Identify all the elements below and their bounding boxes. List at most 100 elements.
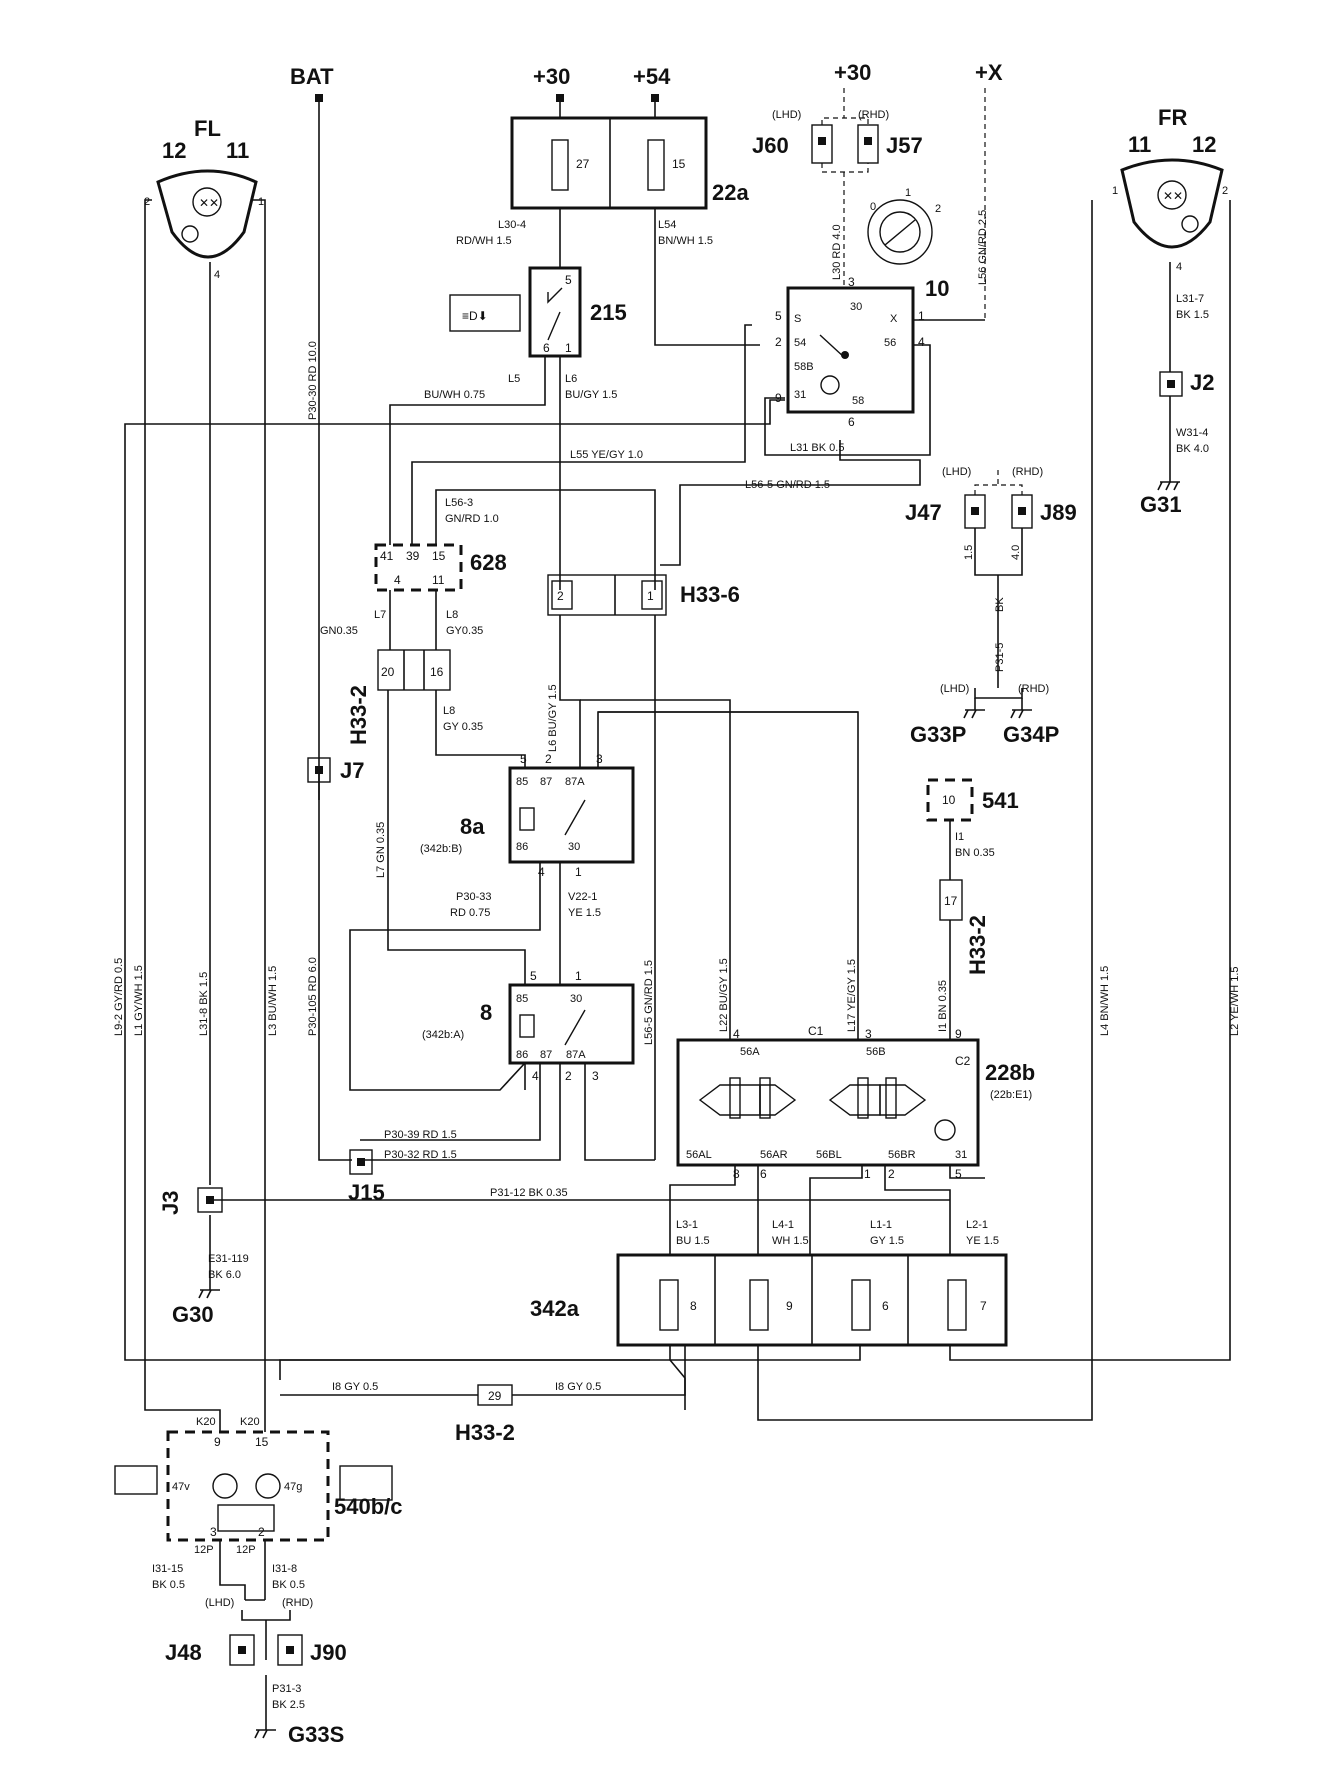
ground-g30: G30 xyxy=(172,1302,214,1327)
svg-text:9: 9 xyxy=(955,1027,962,1041)
ground-g33s: G33S xyxy=(288,1722,344,1747)
connector-j3: J3 xyxy=(158,1191,183,1215)
lamp-fl-name: FL xyxy=(194,116,221,141)
lamp-fr-pin11: 11 xyxy=(1128,132,1151,157)
connector-j57: J57 xyxy=(886,133,923,158)
ground-g31: G31 xyxy=(1140,492,1182,517)
lamp-fr-name: FR xyxy=(1158,105,1187,130)
panel-k20-a: K20 xyxy=(196,1416,216,1428)
svg-text:1: 1 xyxy=(258,196,264,208)
svg-text:S: S xyxy=(794,313,801,325)
svg-text:85: 85 xyxy=(516,993,528,1005)
svg-text:31: 31 xyxy=(794,389,806,401)
wire-bk: BK xyxy=(994,597,1006,612)
bat-terminal xyxy=(315,94,323,102)
indicator-bulb-icon xyxy=(820,375,840,395)
wire-w31-4: W31-4 xyxy=(1176,427,1208,439)
plus30-terminal xyxy=(556,94,564,102)
fuse-8: 8 xyxy=(690,1299,697,1313)
ground-g30-icon xyxy=(198,1289,220,1299)
fog-lamp-icon xyxy=(114,1465,158,1495)
wire-l1-1: L1-1 xyxy=(870,1219,892,1231)
wire-p31-5: P31-5 xyxy=(994,643,1006,672)
panel-pin9: 9 xyxy=(214,1435,221,1449)
ground-g31-icon xyxy=(1157,481,1180,491)
fuse-15: 15 xyxy=(672,157,686,171)
supply-plus54: +54 xyxy=(633,64,671,89)
h33-2-pin16: 16 xyxy=(430,665,444,679)
svg-text:56A: 56A xyxy=(740,1046,760,1058)
ground-g33p-icon xyxy=(963,709,985,719)
connectors: (LHD) (RHD) J60 J57 (LHD) (RHD) J47 J89 … xyxy=(158,109,1214,1666)
wire-l6: L6 xyxy=(565,373,577,385)
unit-628-label: 628 xyxy=(470,550,507,575)
svg-text:5: 5 xyxy=(775,309,782,323)
connector-j48: J48 xyxy=(165,1640,202,1665)
wire-labels: L30-4 RD/WH 1.5 L54 BN/WH 1.5 L30 RD 4.0… xyxy=(113,210,1241,1711)
panel-12p-b: 12P xyxy=(236,1544,256,1556)
relay-215-label: 215 xyxy=(590,300,627,325)
j57-rhd: (RHD) xyxy=(858,109,889,121)
light-switch-10: S 54 58B 31 30 X 56 58 5 2 9 1 4 6 3 10 … xyxy=(775,187,949,429)
svg-text:2: 2 xyxy=(565,1069,572,1083)
wire-l8-spec: GY0.35 xyxy=(446,625,483,637)
transistor-icon xyxy=(934,1119,956,1141)
svg-text:87: 87 xyxy=(540,776,552,788)
svg-text:8: 8 xyxy=(733,1167,740,1181)
wire-l7-vertical: L7 GN 0.35 xyxy=(375,822,387,878)
fuse-box-22a: 27 15 22a xyxy=(510,116,749,210)
relay-8a: 85 87 87A 86 30 5 2 3 4 1 8a (342b:B) xyxy=(420,752,635,879)
wire-l8: L8 xyxy=(446,609,458,621)
supply-bat: BAT xyxy=(290,64,334,89)
wire-i31-15-spec: BK 0.5 xyxy=(152,1579,185,1591)
wire-v22-1-spec: YE 1.5 xyxy=(568,907,601,919)
svg-text:6: 6 xyxy=(760,1167,767,1181)
wire-i31-8: I31-8 xyxy=(272,1563,297,1575)
wire-l3-1: L3-1 xyxy=(676,1219,698,1231)
wire-p31-3-spec: BK 2.5 xyxy=(272,1699,305,1711)
lamp-fl-pin11: 11 xyxy=(226,138,249,163)
wire-e31-119: E31-119 xyxy=(208,1253,249,1265)
wire-p30-30: P30-30 RD 10.0 xyxy=(307,341,319,420)
wire-1-5: 1.5 xyxy=(963,545,975,560)
svg-text:3: 3 xyxy=(596,752,603,766)
module-228b-ref: (22b:E1) xyxy=(990,1089,1032,1101)
module-228b-c1: C1 xyxy=(808,1024,824,1038)
svg-text:4: 4 xyxy=(214,269,220,281)
rotary-knob-icon xyxy=(867,199,933,265)
svg-text:30: 30 xyxy=(570,993,582,1005)
svg-text:30: 30 xyxy=(568,841,580,853)
wire-p31-3: P31-3 xyxy=(272,1683,301,1695)
svg-text:2: 2 xyxy=(545,752,552,766)
wire-p30-39: P30-39 RD 1.5 xyxy=(384,1129,457,1141)
wire-l56-5-vertical: L56-5 GN/RD 1.5 xyxy=(643,960,655,1045)
bulb-small-icon xyxy=(1181,215,1199,233)
wire-l30: L30 RD 4.0 xyxy=(831,224,843,280)
wire-l31-7: L31-7 xyxy=(1176,293,1204,305)
svg-text:0: 0 xyxy=(870,201,876,213)
wire-l17: L17 YE/GY 1.5 xyxy=(846,959,858,1032)
unit-628: 41 39 15 4 11 628 xyxy=(374,543,507,592)
svg-text:5: 5 xyxy=(955,1167,962,1181)
bulb-main-icon xyxy=(1157,180,1187,210)
bulb-47v-icon xyxy=(212,1473,238,1499)
svg-text:3: 3 xyxy=(848,275,855,289)
svg-text:2: 2 xyxy=(935,203,941,215)
svg-text:4: 4 xyxy=(538,865,545,879)
headlamp-icon xyxy=(339,1465,393,1501)
svg-text:3: 3 xyxy=(865,1027,872,1041)
bulb-small-icon xyxy=(181,225,199,243)
wire-l31-7-spec: BK 1.5 xyxy=(1176,309,1209,321)
wire-l4: L4 BN/WH 1.5 xyxy=(1099,966,1111,1036)
wire-l7: L7 xyxy=(374,609,386,621)
svg-text:39: 39 xyxy=(406,549,420,563)
svg-text:1: 1 xyxy=(864,1167,871,1181)
wire-4-0: 4.0 xyxy=(1010,545,1022,560)
svg-text:4: 4 xyxy=(394,573,401,587)
wire-l4-1: L4-1 xyxy=(772,1219,794,1231)
svg-text:15: 15 xyxy=(432,549,446,563)
svg-text:5: 5 xyxy=(520,752,527,766)
module-228b-c2: C2 xyxy=(955,1054,971,1068)
fuse-7: 7 xyxy=(980,1299,987,1313)
svg-text:6: 6 xyxy=(543,341,550,355)
